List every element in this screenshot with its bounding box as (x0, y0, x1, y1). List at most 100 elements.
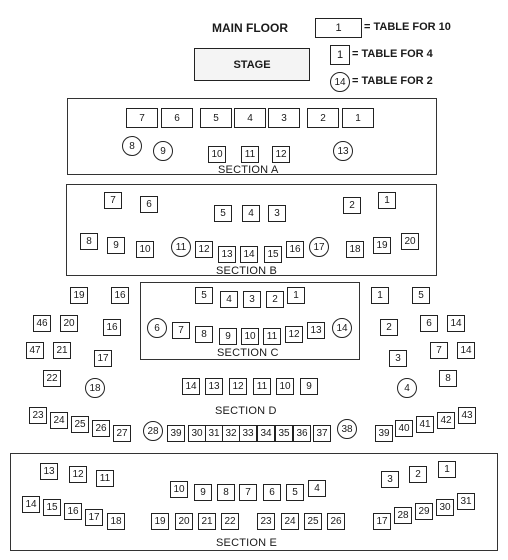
table-for-4: 1 (371, 287, 389, 304)
table-for-4: 3 (243, 291, 261, 308)
table-for-4: 20 (401, 233, 419, 250)
table-for-4: 14 (22, 496, 40, 513)
table-for-4: 46 (33, 315, 51, 332)
table-for-4: 12 (285, 326, 303, 343)
section-d-label: SECTION D (215, 405, 277, 417)
table-for-4: 6 (263, 484, 281, 501)
legend-table-4-number: 1 (336, 49, 344, 61)
table-for-4: 16 (103, 319, 121, 336)
table-for-4: 27 (113, 425, 131, 442)
table-for-4: 7 (239, 484, 257, 501)
stage: STAGE (194, 48, 310, 81)
table-for-4: 41 (416, 416, 434, 433)
legend-table-2-number: 14 (334, 76, 346, 88)
legend-table-2-text: = TABLE FOR 2 (352, 75, 433, 87)
table-for-4: 16 (64, 503, 82, 520)
table-for-2: 6 (147, 318, 167, 338)
table-for-4: 11 (263, 328, 281, 345)
table-for-4: 14 (457, 342, 475, 359)
table-for-4: 6 (420, 315, 438, 332)
legend-table-10-number: 1 (335, 22, 342, 34)
table-for-10: 7 (126, 108, 158, 128)
table-for-4: 8 (80, 233, 98, 250)
section-c-area (140, 282, 360, 360)
table-for-4: 28 (394, 507, 412, 524)
table-for-4: 26 (92, 420, 110, 437)
table-for-4: 14 (447, 315, 465, 332)
section-c-label: SECTION C (217, 347, 279, 359)
table-for-4: 9 (107, 237, 125, 254)
table-for-4: 12 (195, 241, 213, 258)
table-for-4: 4 (242, 205, 260, 222)
table-for-4: 5 (195, 287, 213, 304)
table-for-4: 4 (308, 480, 326, 497)
table-for-4: 5 (286, 484, 304, 501)
table-for-4: 8 (439, 370, 457, 387)
table-for-4: 11 (96, 470, 114, 487)
table-for-4: 21 (198, 513, 216, 530)
table-for-4: 6 (140, 196, 158, 213)
section-a-area (67, 98, 437, 175)
table-for-4: 24 (281, 513, 299, 530)
legend-table-4-symbol: 1 (330, 45, 350, 65)
table-for-2: 11 (171, 237, 191, 257)
section-a-label: SECTION A (218, 164, 279, 176)
table-for-4: 13 (218, 246, 236, 263)
table-for-4: 29 (415, 503, 433, 520)
table-for-4: 30 (436, 499, 454, 516)
table-for-4: 17 (85, 509, 103, 526)
table-for-4: 39 (167, 425, 185, 442)
table-for-4: 18 (107, 513, 125, 530)
table-for-10: 5 (200, 108, 232, 128)
table-for-4: 13 (40, 463, 58, 480)
table-for-2: 28 (143, 421, 163, 441)
table-for-4: 32 (222, 425, 240, 442)
table-for-4: 43 (458, 407, 476, 424)
legend-table-4-text: = TABLE FOR 4 (352, 48, 433, 60)
table-for-4: 16 (111, 287, 129, 304)
section-e-label: SECTION E (216, 537, 278, 549)
table-for-4: 40 (395, 420, 413, 437)
table-for-4: 11 (241, 146, 259, 163)
table-for-4: 2 (343, 197, 361, 214)
table-for-4: 19 (373, 237, 391, 254)
table-for-4: 26 (327, 513, 345, 530)
table-for-10: 3 (268, 108, 300, 128)
table-for-4: 14 (182, 378, 200, 395)
table-for-4: 1 (287, 287, 305, 304)
table-for-4: 12 (272, 146, 290, 163)
table-for-4: 10 (276, 378, 294, 395)
table-for-4: 16 (286, 241, 304, 258)
table-for-4: 7 (172, 322, 190, 339)
table-for-4: 1 (378, 192, 396, 209)
table-for-4: 14 (240, 246, 258, 263)
table-for-4: 10 (170, 481, 188, 498)
table-for-4: 15 (264, 246, 282, 263)
table-for-4: 34 (257, 425, 275, 442)
table-for-4: 30 (188, 425, 206, 442)
table-for-10: 2 (307, 108, 339, 128)
table-for-4: 3 (268, 205, 286, 222)
table-for-4: 18 (346, 241, 364, 258)
table-for-4: 8 (217, 484, 235, 501)
table-for-4: 37 (313, 425, 331, 442)
page-title: MAIN FLOOR (212, 21, 288, 35)
section-b-label: SECTION B (216, 265, 278, 277)
table-for-4: 23 (29, 407, 47, 424)
table-for-4: 10 (136, 241, 154, 258)
table-for-4: 10 (241, 328, 259, 345)
table-for-4: 7 (430, 342, 448, 359)
table-for-4: 22 (43, 370, 61, 387)
table-for-4: 10 (208, 146, 226, 163)
table-for-4: 33 (239, 425, 257, 442)
table-for-4: 11 (253, 378, 271, 395)
table-for-4: 5 (214, 205, 232, 222)
table-for-2: 8 (122, 136, 142, 156)
table-for-4: 9 (219, 328, 237, 345)
table-for-4: 4 (220, 291, 238, 308)
table-for-4: 35 (275, 425, 293, 442)
table-for-4: 25 (71, 416, 89, 433)
table-for-4: 20 (175, 513, 193, 530)
table-for-4: 47 (26, 342, 44, 359)
table-for-2: 13 (333, 141, 353, 161)
